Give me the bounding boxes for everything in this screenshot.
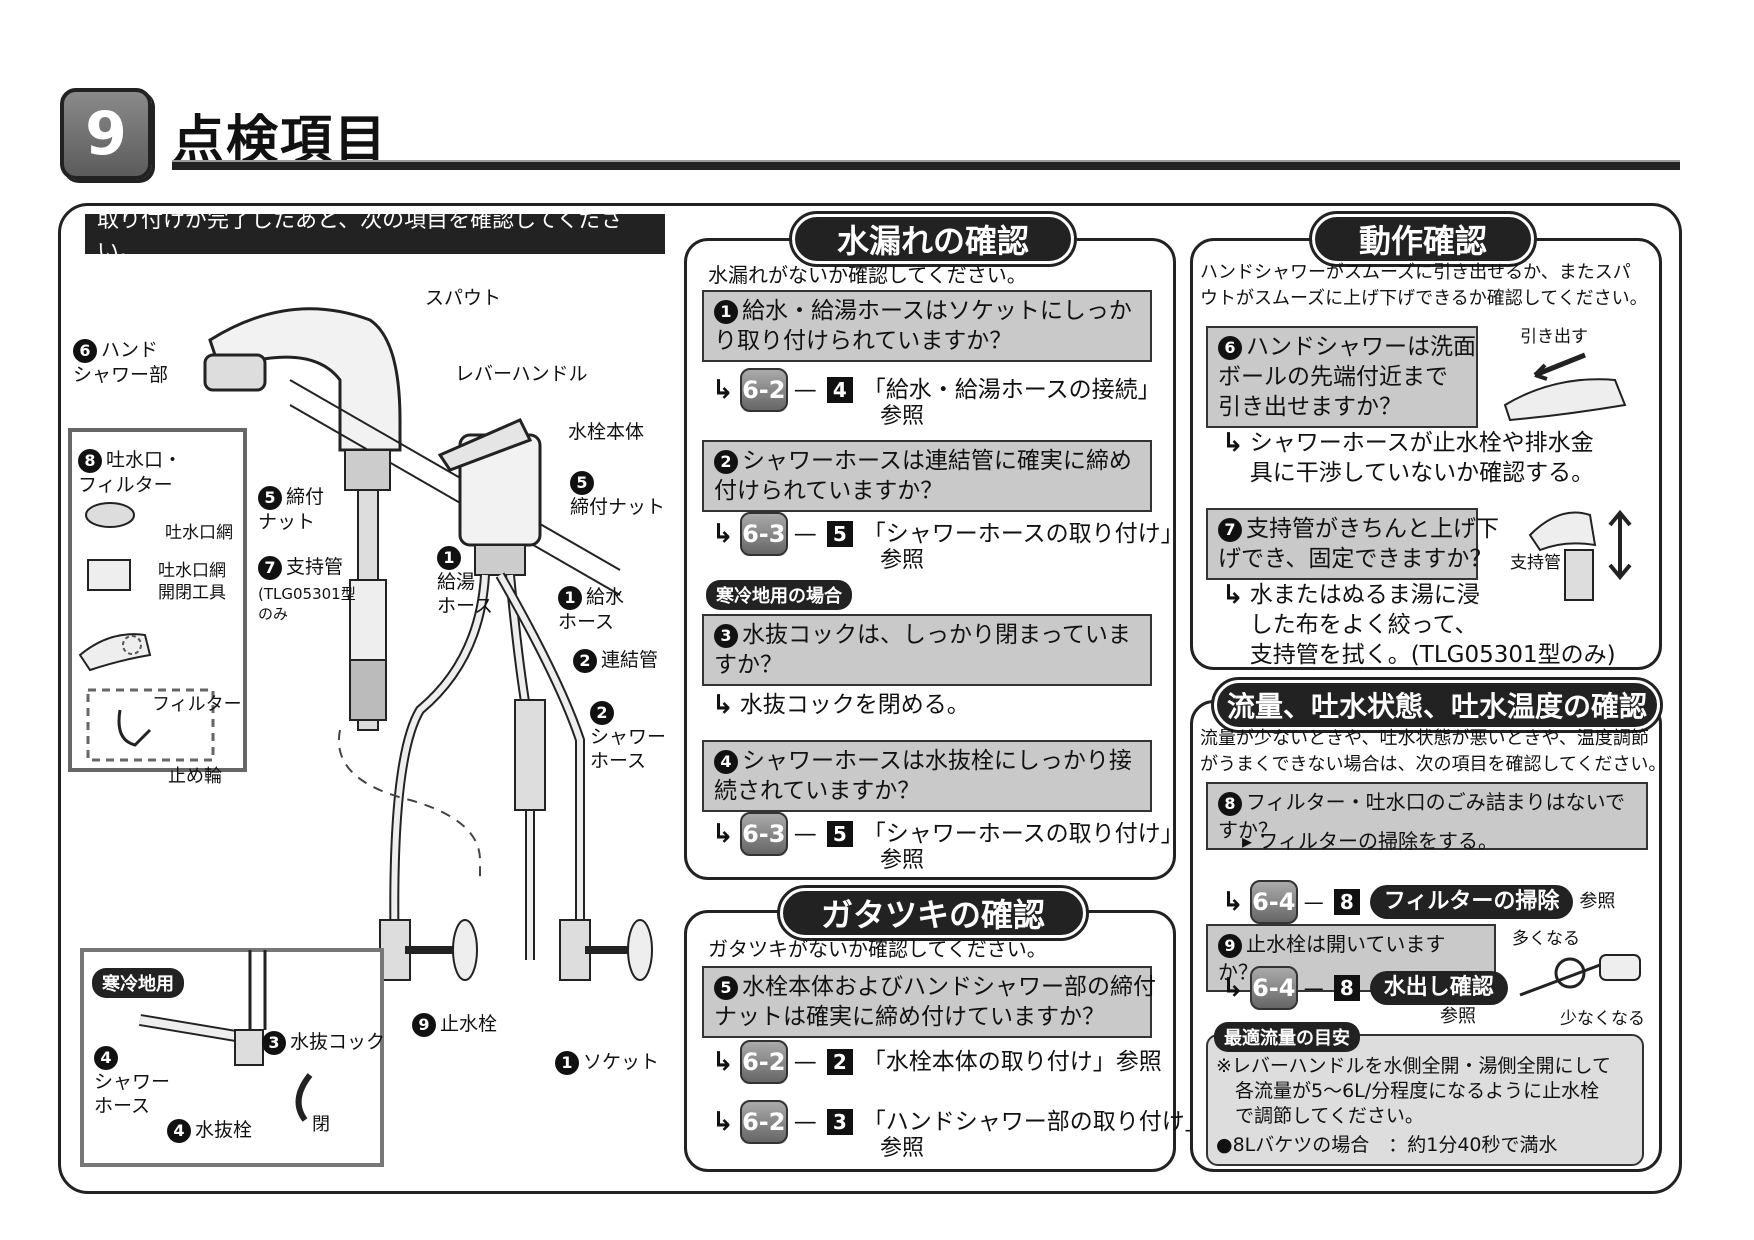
- operation-lead: ハンドシャワーがスムーズに引き出せるか、またスパ ウトがスムーズに上げ下げできる…: [1200, 262, 1648, 309]
- pull-label: 引き出す: [1520, 327, 1588, 347]
- leak-ref-1[interactable]: ↳6-2—4「給水・給湯ホースの接続」: [712, 368, 1161, 412]
- optimal-bucket: ●8Lバケツの場合 ：約1分40秒で満水: [1216, 1134, 1558, 1156]
- optimal-tag: 最適流量の目安: [1214, 1022, 1360, 1052]
- rattle-title: ガタツキの確認: [777, 885, 1089, 941]
- flow-lead: 流量が少ないときや、吐水状態が悪いときや、温度調節 がうまくできない場合は、次の…: [1200, 728, 1667, 775]
- rattle-ref-2-tail: 参照: [880, 1136, 925, 1161]
- title-rule: [172, 160, 1680, 170]
- outlet-net-label: 吐水口網: [165, 523, 233, 543]
- optimal-box: [1206, 1034, 1644, 1166]
- leak-ref-2-tail: 参照: [880, 548, 925, 573]
- cold-case-tag: 寒冷地用の場合: [706, 580, 852, 610]
- operation-item-7-action: ↳水またはぬるま湯に浸 した布をよく絞って、 支持管を拭く。(TLG05301型…: [1222, 580, 1616, 668]
- support-pipe-label: 支持管: [1510, 553, 1561, 573]
- spout-label: スパウト: [425, 287, 502, 309]
- intro-banner: 取り付けが完了したあと、次の項目を確認してください。: [85, 208, 665, 265]
- section-number: 9: [60, 88, 152, 180]
- rattle-lead: ガタツキがないか確認してください。: [708, 937, 1047, 961]
- lever-label: レバーハンドル: [455, 363, 588, 385]
- flow-title: 流量、吐水状態、吐水温度の確認: [1211, 677, 1663, 733]
- ring-label: 止め輪: [168, 766, 222, 787]
- leak-ref-2[interactable]: ↳6-3—5「シャワーホースの取り付け」: [712, 512, 1184, 556]
- more-label: 多くなる: [1512, 929, 1580, 949]
- faucet-body-label: 水栓本体: [568, 421, 645, 443]
- leak-ref-4-tail: 参照: [880, 848, 925, 873]
- less-label: 少なくなる: [1560, 1009, 1645, 1029]
- close-label: 閉: [312, 1114, 330, 1135]
- leak-lead: 水漏れがないか確認してください。: [708, 263, 1027, 287]
- faucet-diagram: [68, 307, 653, 1167]
- leak-ref-1-tail: 参照: [880, 404, 925, 429]
- filter-label: フィルター: [152, 694, 242, 715]
- cold-region-tag: 寒冷地用: [92, 968, 184, 998]
- net-tool-label: 吐水口網 開閉工具: [158, 561, 226, 603]
- support-illustration: [1528, 509, 1632, 601]
- support-note: (TLG05301型 のみ: [258, 585, 356, 623]
- operation-item-6-action: ↳シャワーホースが止水栓や排水金 具に干渉していないか確認する。: [1222, 428, 1595, 486]
- main-frame: [58, 203, 1682, 1194]
- leak-title: 水漏れの確認: [789, 211, 1077, 267]
- valve-illustration: [1519, 954, 1641, 997]
- flow-item-8-action: ▸ フィルターの掃除をする。: [1242, 829, 1499, 853]
- leak-ref-4[interactable]: ↳6-3—5「シャワーホースの取り付け」: [712, 812, 1184, 856]
- flow-ref-9-tail: 参照: [1440, 1006, 1476, 1027]
- leak-item-3-action: ↳水抜コックを閉める。: [712, 690, 970, 720]
- rattle-ref-1[interactable]: ↳6-2—2「水栓本体の取り付け」参照: [712, 1040, 1162, 1084]
- pull-illustration: [1503, 352, 1627, 422]
- optimal-note: ※レバーハンドルを水側全開・湯側全開にして 各流量が5～6L/分程度になるように…: [1216, 1055, 1611, 1127]
- rattle-ref-2[interactable]: ↳6-2—3「ハンドシャワー部の取り付け」: [712, 1100, 1208, 1144]
- operation-title: 動作確認: [1309, 211, 1537, 267]
